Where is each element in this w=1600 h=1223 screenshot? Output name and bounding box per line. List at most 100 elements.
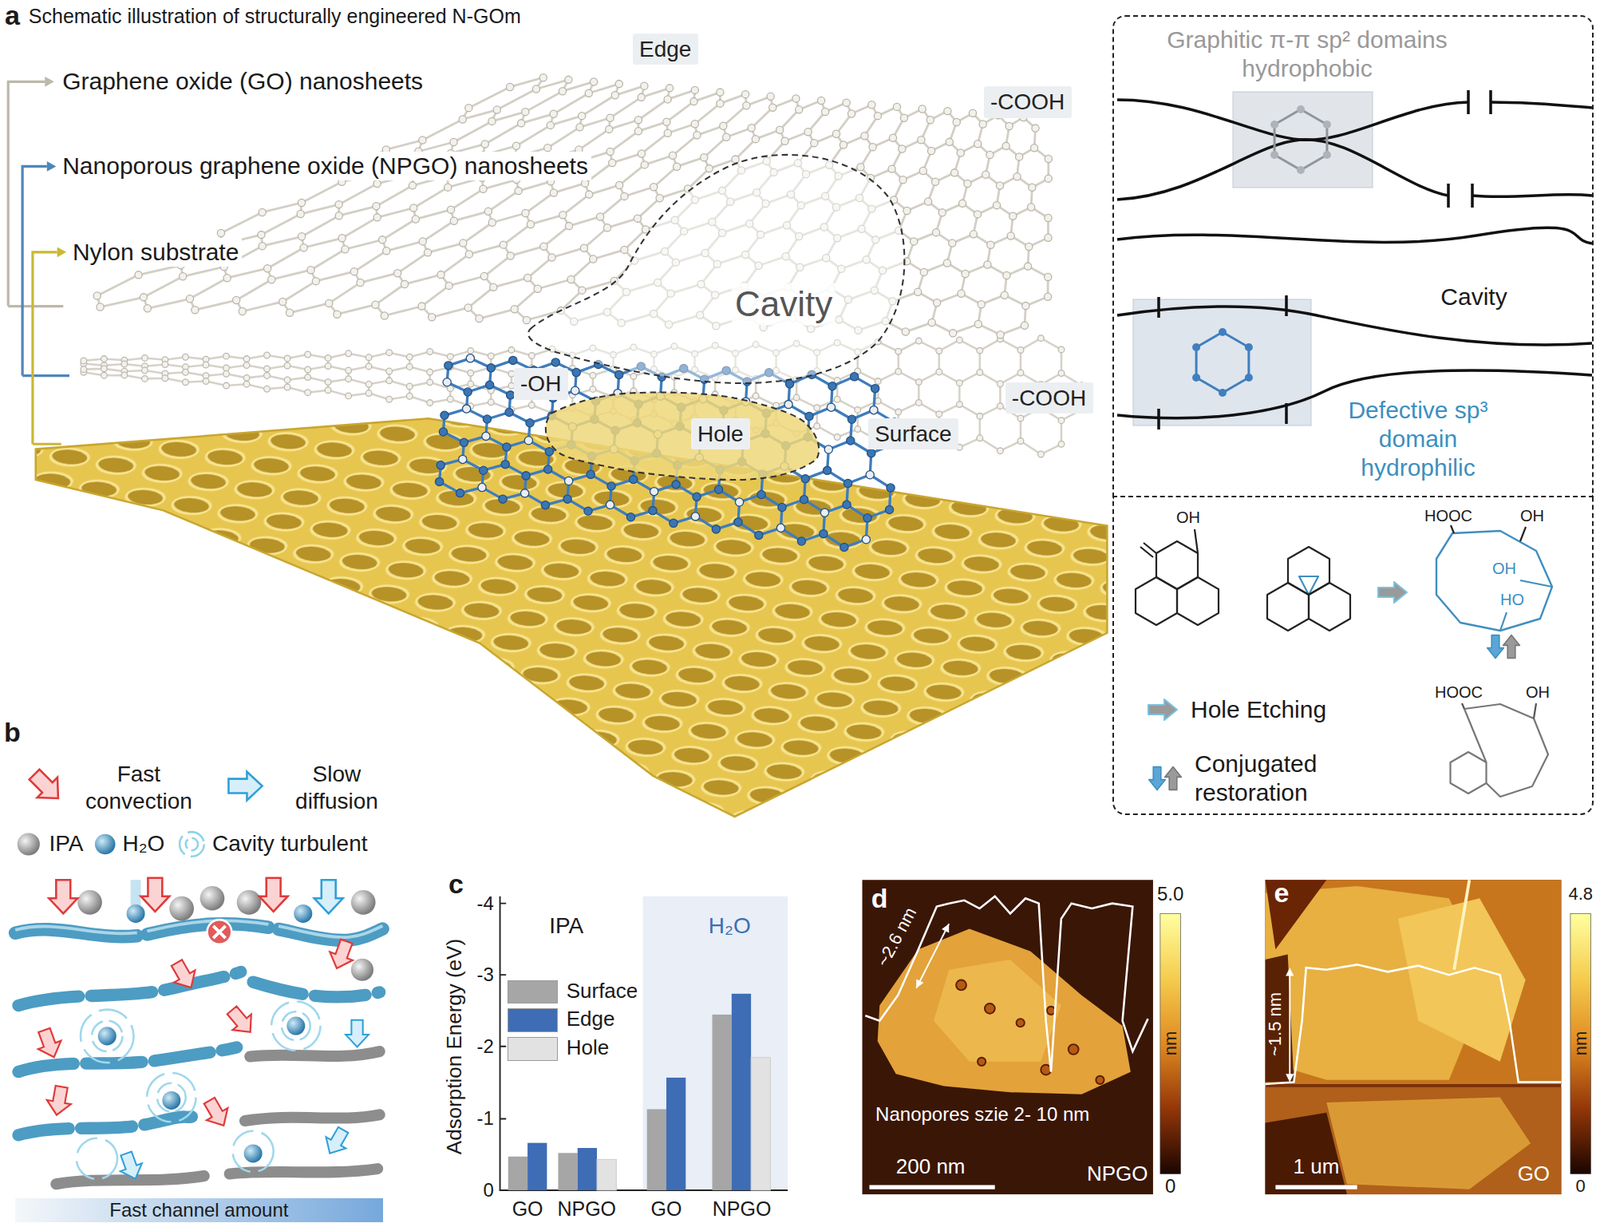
lattice-atom — [895, 408, 902, 415]
legend-swatch — [507, 1036, 559, 1060]
lattice-atom — [634, 127, 642, 135]
membrane-cross-section — [252, 981, 380, 997]
lattice-atom — [418, 237, 427, 245]
tag-box: -COOH — [983, 86, 1072, 119]
chemical-structure — [1378, 581, 1407, 603]
lattice-atom — [888, 134, 897, 142]
lattice-atom — [669, 518, 678, 527]
sheet-line — [1448, 183, 1473, 208]
lattice-atom — [258, 208, 266, 216]
lattice-atom — [564, 75, 573, 83]
lattice-atom — [101, 371, 108, 379]
membrane-cross-section — [207, 919, 233, 945]
lattice-atom — [792, 94, 800, 103]
membrane-cross-section — [32, 877, 358, 1132]
lattice-atom — [976, 412, 984, 419]
lattice-atom — [585, 190, 593, 198]
bar-chart — [712, 1014, 732, 1190]
lattice-atom — [580, 179, 589, 187]
lattice-atom — [973, 210, 981, 218]
afm-image — [956, 979, 1104, 1084]
atom — [1270, 120, 1279, 129]
lattice-atom — [781, 137, 789, 145]
lattice-atom — [719, 122, 727, 130]
hexagon-ring — [1274, 109, 1328, 170]
layer-bracket — [57, 246, 68, 257]
lattice-atom — [813, 404, 821, 411]
lattice-atom — [1044, 154, 1052, 162]
chemical-structure — [1503, 635, 1521, 659]
lattice-atom — [916, 379, 923, 386]
colorbar-label: 0 — [1576, 1175, 1586, 1197]
lattice-atom — [1017, 369, 1024, 376]
lattice-atom — [888, 165, 896, 173]
lattice-atom — [546, 121, 554, 129]
lattice-atom — [394, 269, 402, 277]
layer-bracket — [44, 76, 55, 87]
afm-image — [933, 959, 1062, 1062]
tick-label: -4 — [477, 891, 494, 915]
lattice-atom — [446, 353, 454, 360]
node-text: Graphitic π-π sp² domains hydrophobic — [1139, 25, 1475, 83]
lattice-atom — [722, 133, 731, 141]
lattice-atom — [307, 266, 315, 274]
lattice-atom — [629, 474, 638, 483]
bar-chart — [643, 896, 789, 1190]
lattice-atom — [997, 447, 1004, 455]
membrane-cross-section — [18, 1116, 192, 1135]
membrane-cross-section — [76, 1137, 118, 1179]
afm-image — [1288, 969, 1291, 1080]
lattice-atom — [810, 139, 818, 147]
lattice-atom — [869, 406, 878, 415]
node-text: Defective sp³ domain hydrophilic — [1344, 395, 1493, 482]
lattice-atom — [1002, 142, 1010, 150]
bar-chart — [557, 1152, 577, 1190]
tick-label: -3 — [477, 963, 494, 987]
npgo-defect-domain — [434, 354, 899, 552]
lattice-atom — [446, 205, 455, 214]
lattice-atom — [950, 169, 958, 177]
atom — [1192, 373, 1201, 382]
membrane-cross-section — [314, 879, 344, 913]
sheet-line — [1117, 90, 1593, 430]
lattice-atom — [714, 485, 723, 494]
panel-title: Schematic illustration of structurally e… — [28, 3, 522, 28]
lattice-atom — [335, 201, 343, 209]
chem-ring — [1135, 576, 1178, 625]
lattice-atom — [692, 492, 701, 501]
legend-text: Slow diffusion — [270, 761, 403, 815]
lattice-atom — [450, 217, 458, 225]
lattice-bonds — [439, 358, 895, 548]
afm-image — [916, 978, 924, 988]
lattice-atom — [191, 306, 199, 314]
legend-icon — [179, 831, 205, 857]
lattice-atom — [386, 367, 393, 375]
legend-icon — [23, 763, 68, 808]
afm-image — [1265, 1086, 1562, 1194]
lattice-atom — [300, 244, 308, 252]
lattice-atom — [974, 320, 982, 328]
lattice-atom — [957, 289, 965, 297]
legend-text: Hole — [566, 1035, 609, 1061]
lattice-atom — [444, 183, 452, 191]
lattice-atom — [478, 482, 486, 491]
lattice-atom — [778, 502, 787, 511]
afm-image — [1160, 912, 1182, 1174]
membrane-cross-section — [281, 1011, 311, 1040]
panel-letter: e — [1274, 875, 1290, 909]
lattice-atom — [488, 117, 496, 125]
afm-image — [1265, 879, 1562, 1084]
lattice-atom — [854, 406, 862, 414]
lattice-atom — [526, 220, 534, 228]
lattice-atom — [936, 347, 943, 355]
lattice-atom — [589, 78, 597, 86]
lattice-atom — [956, 149, 964, 157]
membrane-cross-section — [140, 877, 170, 912]
lattice-atom — [450, 138, 458, 146]
lattice-atom — [304, 374, 312, 381]
membrane-cross-section — [259, 877, 289, 912]
membrane-cross-section — [157, 1082, 186, 1112]
lattice-atom — [870, 384, 879, 393]
lattice-atom — [826, 402, 835, 411]
legend-icon — [228, 771, 262, 801]
